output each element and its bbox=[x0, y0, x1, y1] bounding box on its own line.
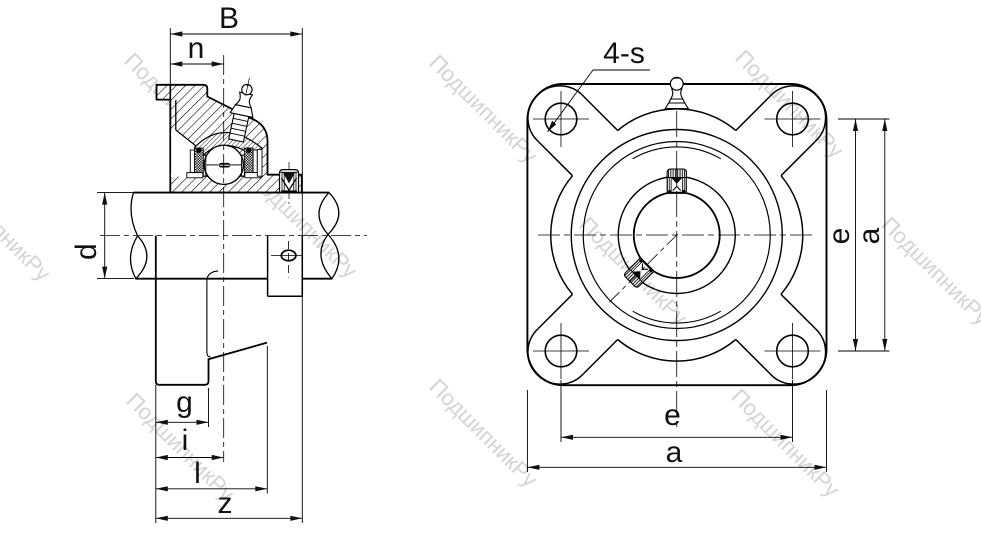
svg-text:i: i bbox=[182, 424, 189, 457]
svg-text:a: a bbox=[853, 227, 886, 244]
svg-text:e: e bbox=[823, 228, 856, 245]
svg-text:ПодшипникРу: ПодшипникРу bbox=[876, 212, 981, 330]
svg-text:z: z bbox=[218, 487, 233, 520]
svg-text:ПодшипникРу: ПодшипникРу bbox=[424, 50, 542, 168]
svg-text:g: g bbox=[176, 386, 193, 419]
svg-text:ПодшипникРу: ПодшипникРу bbox=[0, 168, 56, 286]
svg-text:ПодшипникРу: ПодшипникРу bbox=[424, 374, 542, 492]
svg-text:e: e bbox=[664, 399, 681, 432]
svg-text:4-s: 4-s bbox=[603, 37, 645, 70]
svg-text:n: n bbox=[188, 32, 205, 65]
svg-text:B: B bbox=[219, 2, 239, 35]
svg-text:l: l bbox=[194, 457, 201, 490]
svg-text:a: a bbox=[666, 436, 683, 469]
svg-text:d: d bbox=[70, 243, 103, 260]
